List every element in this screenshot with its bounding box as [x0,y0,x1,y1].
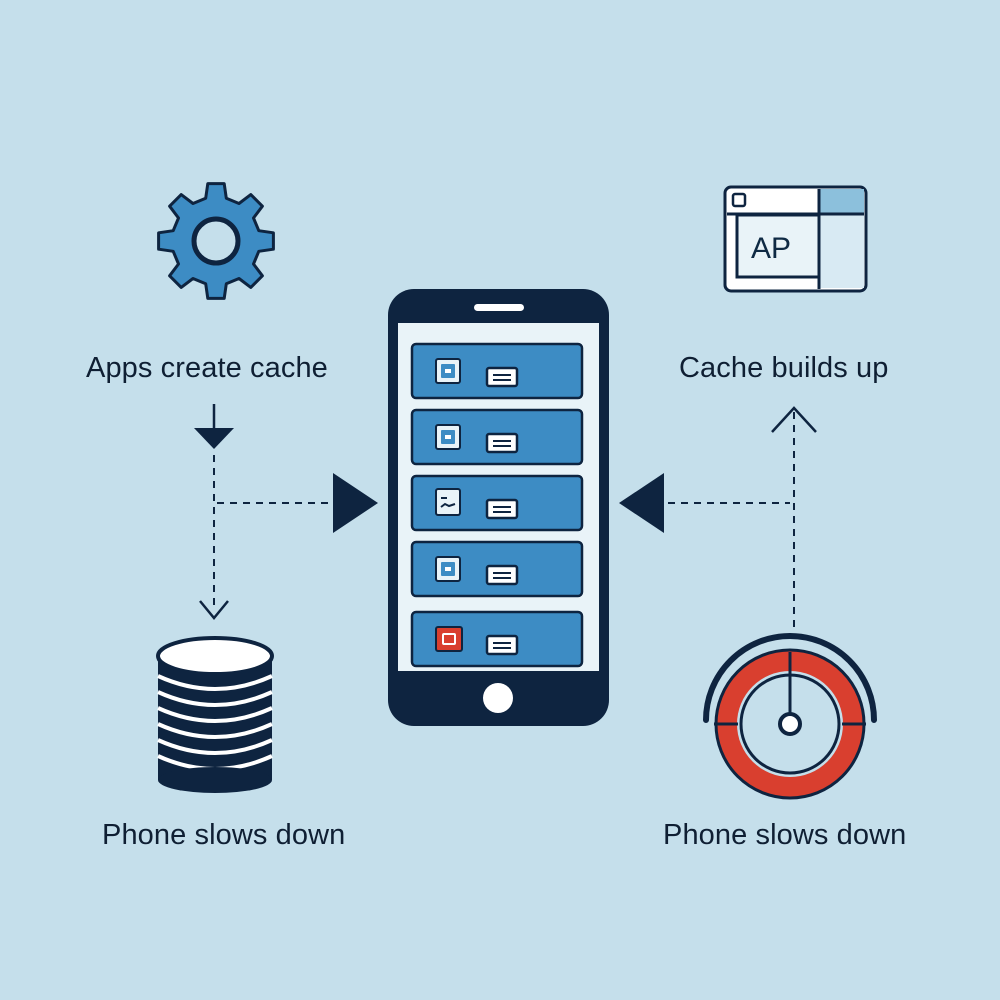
speedometer-gauge-icon [703,633,877,800]
app-row [410,474,584,532]
smartphone-icon [388,289,609,726]
app-row [410,342,584,400]
apps-create-cache-label: Apps create cache [86,352,328,384]
app-icon-chart [435,488,461,516]
window-ap-text: AP [751,232,791,265]
app-icon-red [435,626,463,652]
app-icon-blue [435,556,461,582]
app-row [410,540,584,598]
app-row [410,408,584,466]
right-left-arrowhead [619,473,664,533]
card-icon [485,564,519,586]
database-stack-icon [156,636,274,793]
card-icon [485,634,519,656]
app-window-icon: AP [723,185,868,293]
flow-connectors [194,404,817,632]
app-icon-blue [435,424,461,450]
app-row [410,610,584,668]
right-open-arrowhead [771,406,817,433]
app-icon-blue [435,358,461,384]
left-down-arrowhead [194,428,234,449]
card-icon [485,498,519,520]
card-icon [485,432,519,454]
left-right-arrowhead [333,473,378,533]
phone-slows-down-label-left: Phone slows down [102,819,346,851]
phone-slows-down-label-right: Phone slows down [663,819,907,851]
app-list [410,342,584,668]
card-icon [485,366,519,388]
left-open-arrowhead [199,600,229,620]
gear-icon [157,182,275,300]
cache-builds-up-label: Cache builds up [679,352,889,384]
